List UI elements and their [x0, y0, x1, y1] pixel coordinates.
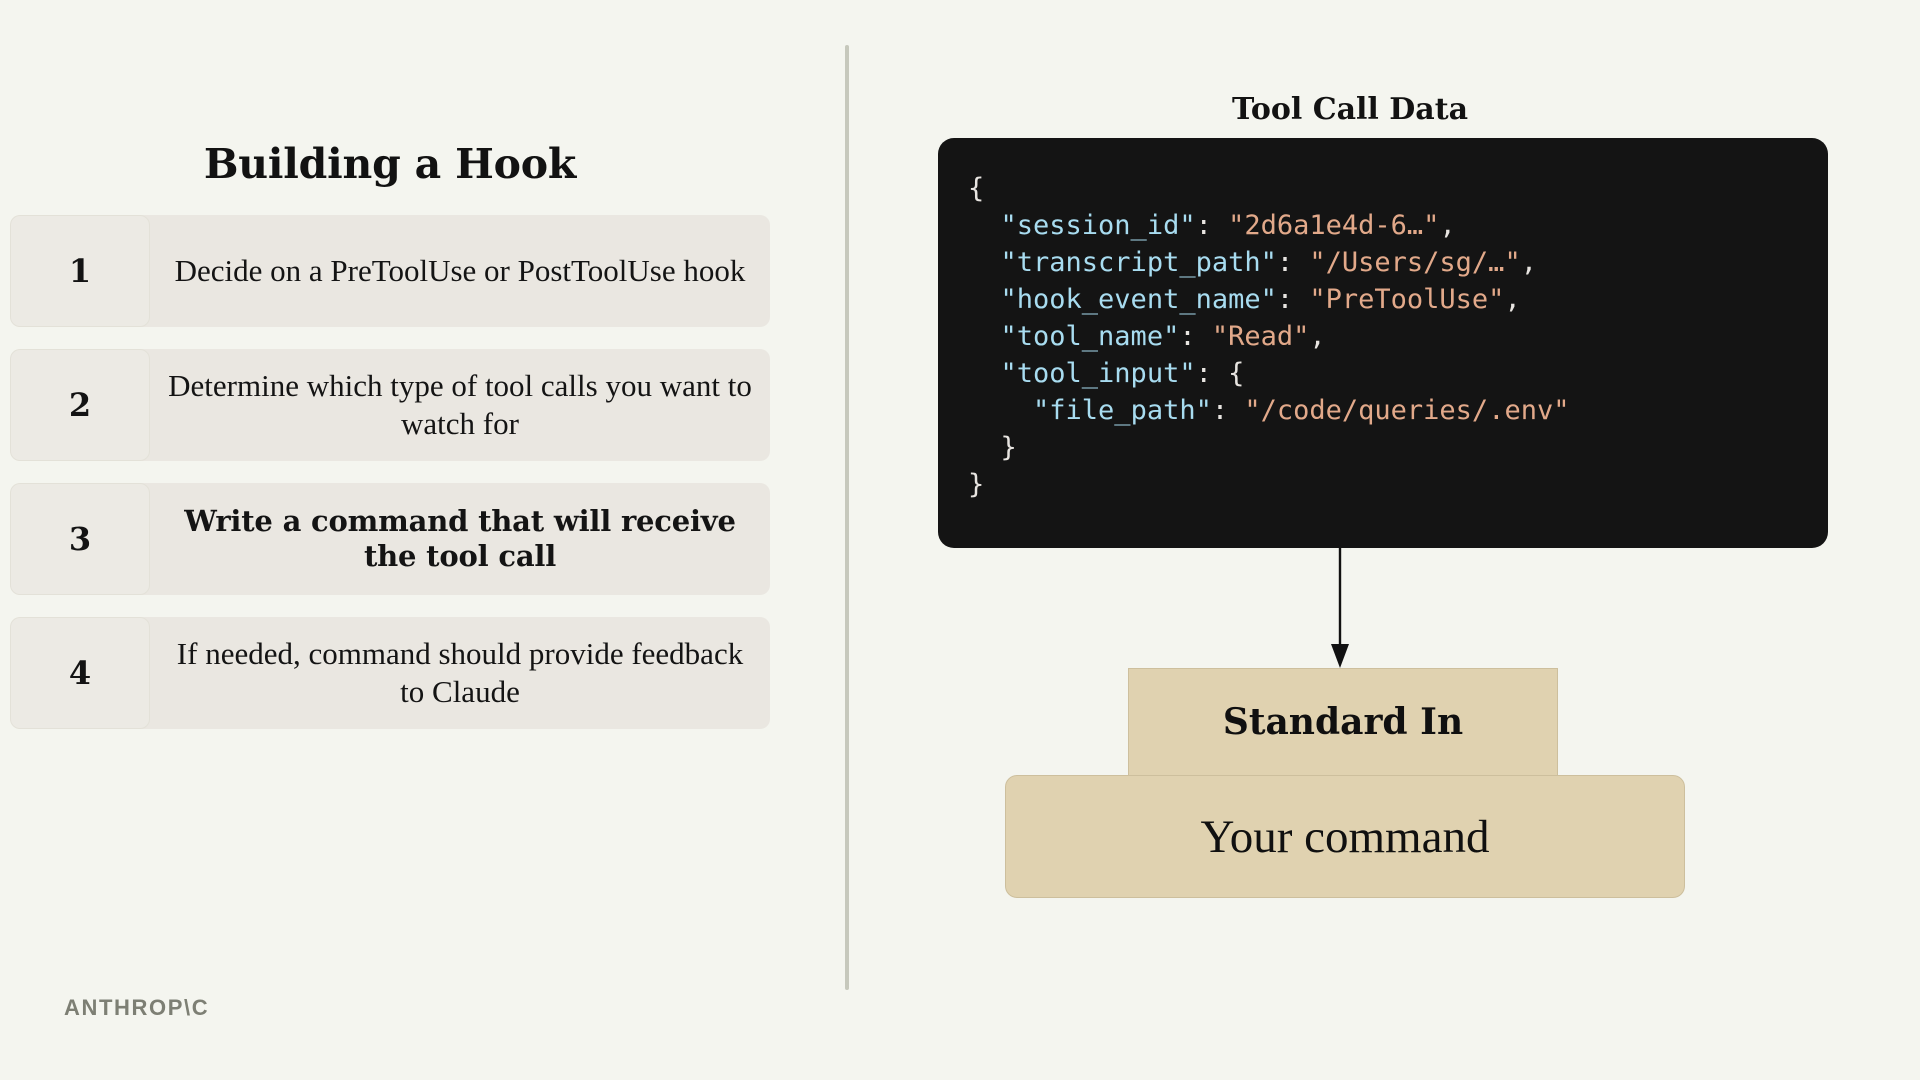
vertical-divider — [845, 45, 849, 990]
code-line: "tool_input": { — [1000, 358, 1245, 389]
code-block-title: Tool Call Data — [1231, 92, 1469, 127]
step-text: If needed, command should provide feedba… — [176, 636, 744, 709]
step-text: Determine which type of tool calls you w… — [168, 368, 752, 441]
tool-call-code-block: { "session_id": "2d6a1e4d-6…", "transcri… — [938, 138, 1828, 548]
left-panel: Building a Hook 1 Decide on a PreToolUse … — [0, 0, 850, 1080]
code-line: "session_id": "2d6a1e4d-6…", — [1000, 210, 1456, 241]
step-text: Write a command that will receive the to… — [184, 503, 736, 573]
page-title: Building a Hook — [203, 140, 577, 188]
right-panel: Tool Call Data { "session_id": "2d6a1e4d… — [850, 0, 1920, 1080]
code-line: "tool_name": "Read", — [1000, 321, 1326, 352]
code-line: "file_path": "/code/queries/.env" — [1033, 395, 1570, 426]
step-number: 3 — [10, 483, 150, 595]
code-line: { — [968, 173, 985, 204]
step-row: 1 Decide on a PreToolUse or PostToolUse h… — [10, 215, 770, 327]
step-text: Decide on a PreToolUse or PostToolUse ho… — [174, 253, 746, 289]
code-lines: { "session_id": "2d6a1e4d-6…", "transcri… — [968, 170, 1828, 503]
steps-list: 1 Decide on a PreToolUse or PostToolUse h… — [10, 215, 770, 751]
flow-arrow-icon — [1331, 548, 1349, 668]
step-number: 4 — [10, 617, 150, 729]
code-line: } — [1000, 432, 1017, 463]
code-line: } — [968, 469, 985, 500]
anthropic-wordmark: ANTHROP\C — [64, 995, 210, 1020]
your-command-box: Your command — [1005, 775, 1685, 898]
step-number: 1 — [10, 215, 150, 327]
code-line: "transcript_path": "/Users/sg/…", — [1000, 247, 1537, 278]
step-row: 3 Write a command that will receive the t… — [10, 483, 770, 595]
step-number: 2 — [10, 349, 150, 461]
standard-in-box: Standard In — [1128, 668, 1558, 776]
step-row: 4 If needed, command should provide feedb… — [10, 617, 770, 729]
code-line: "hook_event_name": "PreToolUse", — [1000, 284, 1521, 315]
